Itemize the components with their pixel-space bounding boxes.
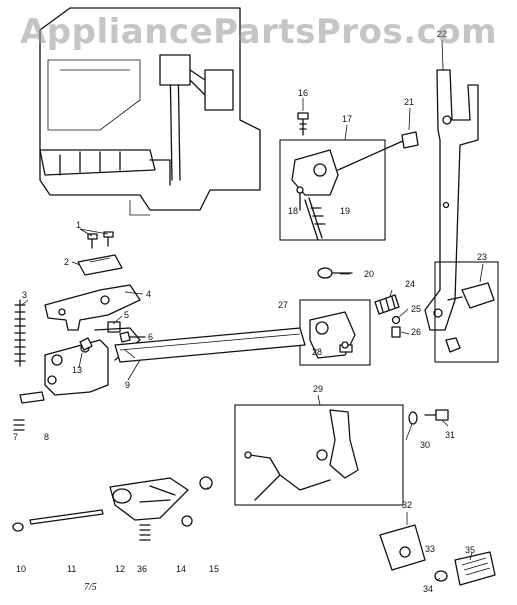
part-31-screw <box>424 409 449 421</box>
callout-20: 20 <box>364 269 374 279</box>
callout-34: 34 <box>423 584 433 594</box>
callout-7: 7 <box>13 432 18 442</box>
callout-32: 32 <box>402 500 412 510</box>
callout-28: 28 <box>312 347 322 357</box>
callout-11: 11 <box>67 564 76 574</box>
callout-25: 25 <box>411 304 421 314</box>
callout-14: 14 <box>176 564 186 574</box>
part-16-screw <box>297 112 309 136</box>
callout-4: 4 <box>146 289 151 299</box>
part-1-screws <box>87 231 114 249</box>
leader-lines <box>21 39 484 581</box>
part-9-shaft-assembly <box>44 327 306 396</box>
callout-23: 23 <box>477 252 487 262</box>
part-7-spring <box>13 419 25 431</box>
callout-labels: 1 2 3 4 5 6 7 8 9 10 11 12 13 14 15 16 1… <box>13 29 487 594</box>
part-2-plate <box>77 254 123 276</box>
part-35-knob <box>454 551 496 586</box>
part-36-spring <box>139 524 151 541</box>
callout-10: 10 <box>16 564 26 574</box>
part-24-spring <box>374 294 400 315</box>
callout-24: 24 <box>405 279 415 289</box>
callout-21: 21 <box>404 97 414 107</box>
callout-31: 31 <box>445 430 455 440</box>
callout-35: 35 <box>465 545 475 555</box>
machine-head-outline <box>39 7 261 216</box>
callout-5: 5 <box>124 310 129 320</box>
callout-29: 29 <box>313 384 323 394</box>
part-21-block <box>401 131 419 149</box>
part-27-assembly <box>299 299 371 366</box>
part-11-rod <box>29 509 104 525</box>
part-22-lever <box>424 69 479 331</box>
part-4-bracket <box>44 284 141 331</box>
part-29-assembly <box>234 404 404 506</box>
callout-27: 27 <box>278 300 288 310</box>
page-mark: 7/5 <box>84 582 97 593</box>
part-5-pin <box>107 321 121 333</box>
callout-17: 17 <box>342 114 352 124</box>
callout-36: 36 <box>137 564 147 574</box>
part-32-assembly <box>379 524 426 571</box>
part-20-stud <box>317 267 353 279</box>
callout-8: 8 <box>44 432 49 442</box>
part-8-rod <box>19 391 45 404</box>
part-30-washer <box>408 411 418 425</box>
callout-2: 2 <box>64 257 69 267</box>
callout-13: 13 <box>72 365 82 375</box>
callout-33: 33 <box>425 544 435 554</box>
callout-1: 1 <box>76 220 81 230</box>
callout-6: 6 <box>148 332 153 342</box>
part-10-collar <box>12 522 24 532</box>
callout-22: 22 <box>437 29 447 39</box>
callout-15: 15 <box>209 564 219 574</box>
callout-3: 3 <box>22 290 27 300</box>
callout-9: 9 <box>125 380 130 390</box>
callout-26: 26 <box>411 327 421 337</box>
part-17-assembly <box>279 139 406 241</box>
part-12-block <box>109 477 189 521</box>
callout-16: 16 <box>298 88 308 98</box>
callout-12: 12 <box>115 564 125 574</box>
callout-19: 19 <box>340 206 350 216</box>
part-15-nut <box>199 476 213 490</box>
part-34-washer <box>434 570 448 582</box>
part-3-spring <box>14 299 26 367</box>
callout-30: 30 <box>420 440 430 450</box>
callout-18: 18 <box>288 206 298 216</box>
part-25-26-small <box>391 315 401 338</box>
part-23-assembly <box>434 261 499 363</box>
part-14-washer <box>181 515 193 527</box>
